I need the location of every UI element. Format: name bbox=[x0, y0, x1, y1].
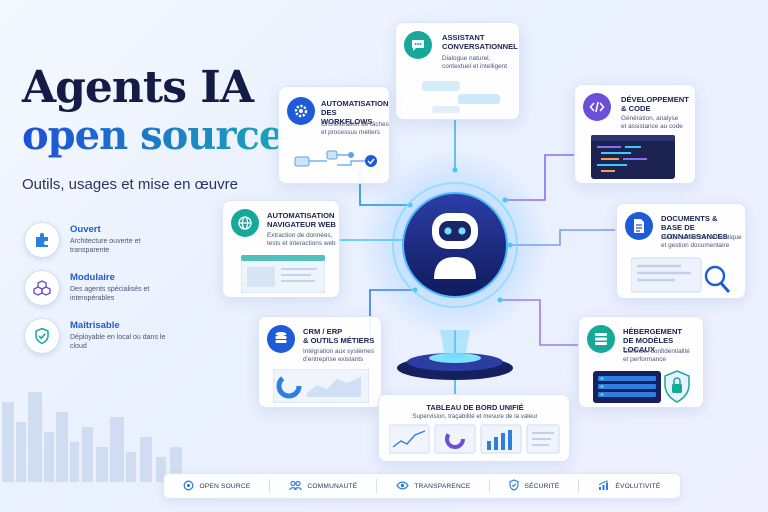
card-title: HÉBERGEMENT bbox=[623, 327, 683, 336]
chat-icon bbox=[404, 31, 432, 59]
open-source-icon bbox=[183, 480, 194, 493]
card-description: et gestion documentaire bbox=[661, 242, 730, 249]
browser-window-illustration bbox=[241, 255, 325, 293]
card-title: & CODE bbox=[621, 104, 651, 113]
bottom-item-label: TRANSPARENCE bbox=[414, 482, 471, 490]
bottom-item-label: COMMUNAUTÉ bbox=[307, 482, 358, 490]
feature-description: Déployable en local ou dans le cloud bbox=[70, 334, 166, 350]
shield-check-icon bbox=[24, 318, 60, 354]
bottom-item-open-source: OPEN SOURCE bbox=[183, 480, 250, 493]
card-title: DOCUMENTS & bbox=[661, 214, 718, 223]
card-description: Intégration aux systèmes bbox=[303, 348, 375, 355]
card-description: tests et interactions web bbox=[267, 240, 336, 247]
card-title: DES WORKFLOWS bbox=[321, 108, 373, 126]
code-editor-illustration bbox=[591, 135, 675, 179]
divider bbox=[376, 479, 378, 493]
puzzle-icon bbox=[24, 222, 60, 258]
hero-subtitle: Outils, usages et mise en œuvre bbox=[22, 176, 238, 193]
feature-description: Des agents spécialisés et interopérables bbox=[70, 286, 150, 302]
bottom-item-label: ÉVOLUTIVITÉ bbox=[615, 482, 661, 490]
bottom-item-securite: SÉCURITÉ bbox=[509, 479, 559, 493]
card-title: CRM / ERP bbox=[303, 327, 343, 336]
shield-icon bbox=[509, 479, 520, 493]
card-title: DE MODÈLES LOCAUX bbox=[623, 336, 674, 354]
card-description: et assistance au code bbox=[621, 123, 683, 130]
card-title: & OUTILS MÉTIERS bbox=[303, 336, 375, 345]
feature-maitrisable: Maîtrisable Déployable en local ou dans … bbox=[24, 318, 184, 358]
code-icon bbox=[583, 93, 611, 121]
card-description: et processus métiers bbox=[321, 129, 380, 136]
bottom-item-transparence: TRANSPARENCE bbox=[396, 481, 470, 492]
card-description: Extraction de données, bbox=[267, 232, 333, 239]
cubes-icon bbox=[24, 270, 60, 306]
card-developpement-code[interactable]: DÉVELOPPEMENT & CODE Génération, analyse… bbox=[574, 84, 696, 184]
feature-description: Architecture ouverte et transparente bbox=[70, 238, 141, 254]
card-description: Orchestration de tâches bbox=[321, 121, 389, 128]
database-icon bbox=[267, 325, 295, 353]
bottom-values-bar: OPEN SOURCE COMMUNAUTÉ TRANSPARENCE SÉCU… bbox=[163, 473, 681, 499]
bottom-item-evolutivite: ÉVOLUTIVITÉ bbox=[598, 479, 661, 493]
dashboard-widgets-illustration bbox=[389, 424, 560, 454]
card-crm-erp-outils-metiers[interactable]: CRM / ERP & OUTILS MÉTIERS Intégration a… bbox=[258, 316, 382, 408]
card-description: RAG, recherche sémantique bbox=[661, 234, 742, 241]
divider bbox=[489, 479, 491, 493]
workflow-diagram-illustration bbox=[294, 150, 377, 167]
bottom-item-communaute: COMMUNAUTÉ bbox=[289, 480, 357, 493]
dashboard-tableau-de-bord[interactable]: TABLEAU DE BORD UNIFIÉ Supervision, traç… bbox=[378, 394, 570, 462]
feature-title: Ouvert bbox=[70, 224, 101, 235]
card-title: ASSISTANT bbox=[442, 33, 485, 42]
hero-title-line2: open source bbox=[22, 112, 284, 159]
card-automatisation-navigateur-web[interactable]: AUTOMATISATION NAVIGATEUR WEB Extraction… bbox=[222, 200, 340, 298]
card-description: Dialogue naturel, bbox=[442, 55, 491, 62]
card-automatisation-workflows[interactable]: AUTOMATISATION DES WORKFLOWS Orchestrati… bbox=[278, 86, 390, 184]
feature-modulaire: Modulaire Des agents spécialisés et inte… bbox=[24, 270, 184, 310]
server-icon bbox=[587, 325, 615, 353]
divider bbox=[269, 479, 271, 493]
feature-ouvert: Ouvert Architecture ouverte et transpare… bbox=[24, 222, 184, 262]
crm-dashboard-illustration bbox=[273, 369, 369, 403]
card-description: et performance bbox=[623, 356, 666, 363]
card-title: AUTOMATISATION bbox=[321, 99, 389, 108]
growth-chart-icon bbox=[598, 479, 610, 493]
dashboard-title: TABLEAU DE BORD UNIFIÉ bbox=[426, 403, 524, 412]
card-title: DÉVELOPPEMENT bbox=[621, 95, 689, 104]
dashboard-description: Supervision, traçabilité et mesure de la… bbox=[412, 413, 538, 420]
card-title: CONVERSATIONNEL bbox=[442, 42, 518, 51]
divider bbox=[578, 479, 580, 493]
card-assistant-conversationnel[interactable]: ASSISTANT CONVERSATIONNEL Dialogue natur… bbox=[395, 22, 520, 120]
card-description: d'entreprise existants bbox=[303, 356, 364, 363]
bottom-item-label: OPEN SOURCE bbox=[199, 482, 251, 490]
card-description: Génération, analyse bbox=[621, 115, 679, 122]
document-icon bbox=[625, 212, 653, 240]
card-title: AUTOMATISATION bbox=[267, 211, 335, 220]
community-icon bbox=[289, 480, 303, 493]
globe-icon bbox=[231, 209, 259, 237]
card-description: contextuel et intelligent bbox=[442, 63, 508, 70]
card-documents-base-connaissances[interactable]: DOCUMENTS & BASE DE CONNAISSANCES RAG, r… bbox=[616, 203, 746, 299]
server-rack-illustration bbox=[593, 370, 690, 403]
hero-title-line1: Agents IA bbox=[22, 62, 254, 113]
card-title: BASE DE CONNAISSANCES bbox=[661, 223, 728, 241]
feature-title: Modulaire bbox=[70, 272, 115, 283]
bottom-item-label: SÉCURITÉ bbox=[524, 482, 560, 490]
card-description: Contrôle, confidentialité bbox=[623, 348, 690, 355]
card-hebergement-modeles-locaux[interactable]: HÉBERGEMENT DE MODÈLES LOCAUX Contrôle, … bbox=[578, 316, 704, 408]
feature-title: Maîtrisable bbox=[70, 320, 120, 331]
eye-icon bbox=[396, 481, 410, 492]
robot-agent-icon bbox=[432, 213, 478, 279]
chat-bubbles-illustration bbox=[422, 81, 500, 113]
document-search-illustration bbox=[631, 257, 731, 293]
gear-icon bbox=[287, 97, 315, 125]
card-title: NAVIGATEUR WEB bbox=[267, 220, 336, 229]
